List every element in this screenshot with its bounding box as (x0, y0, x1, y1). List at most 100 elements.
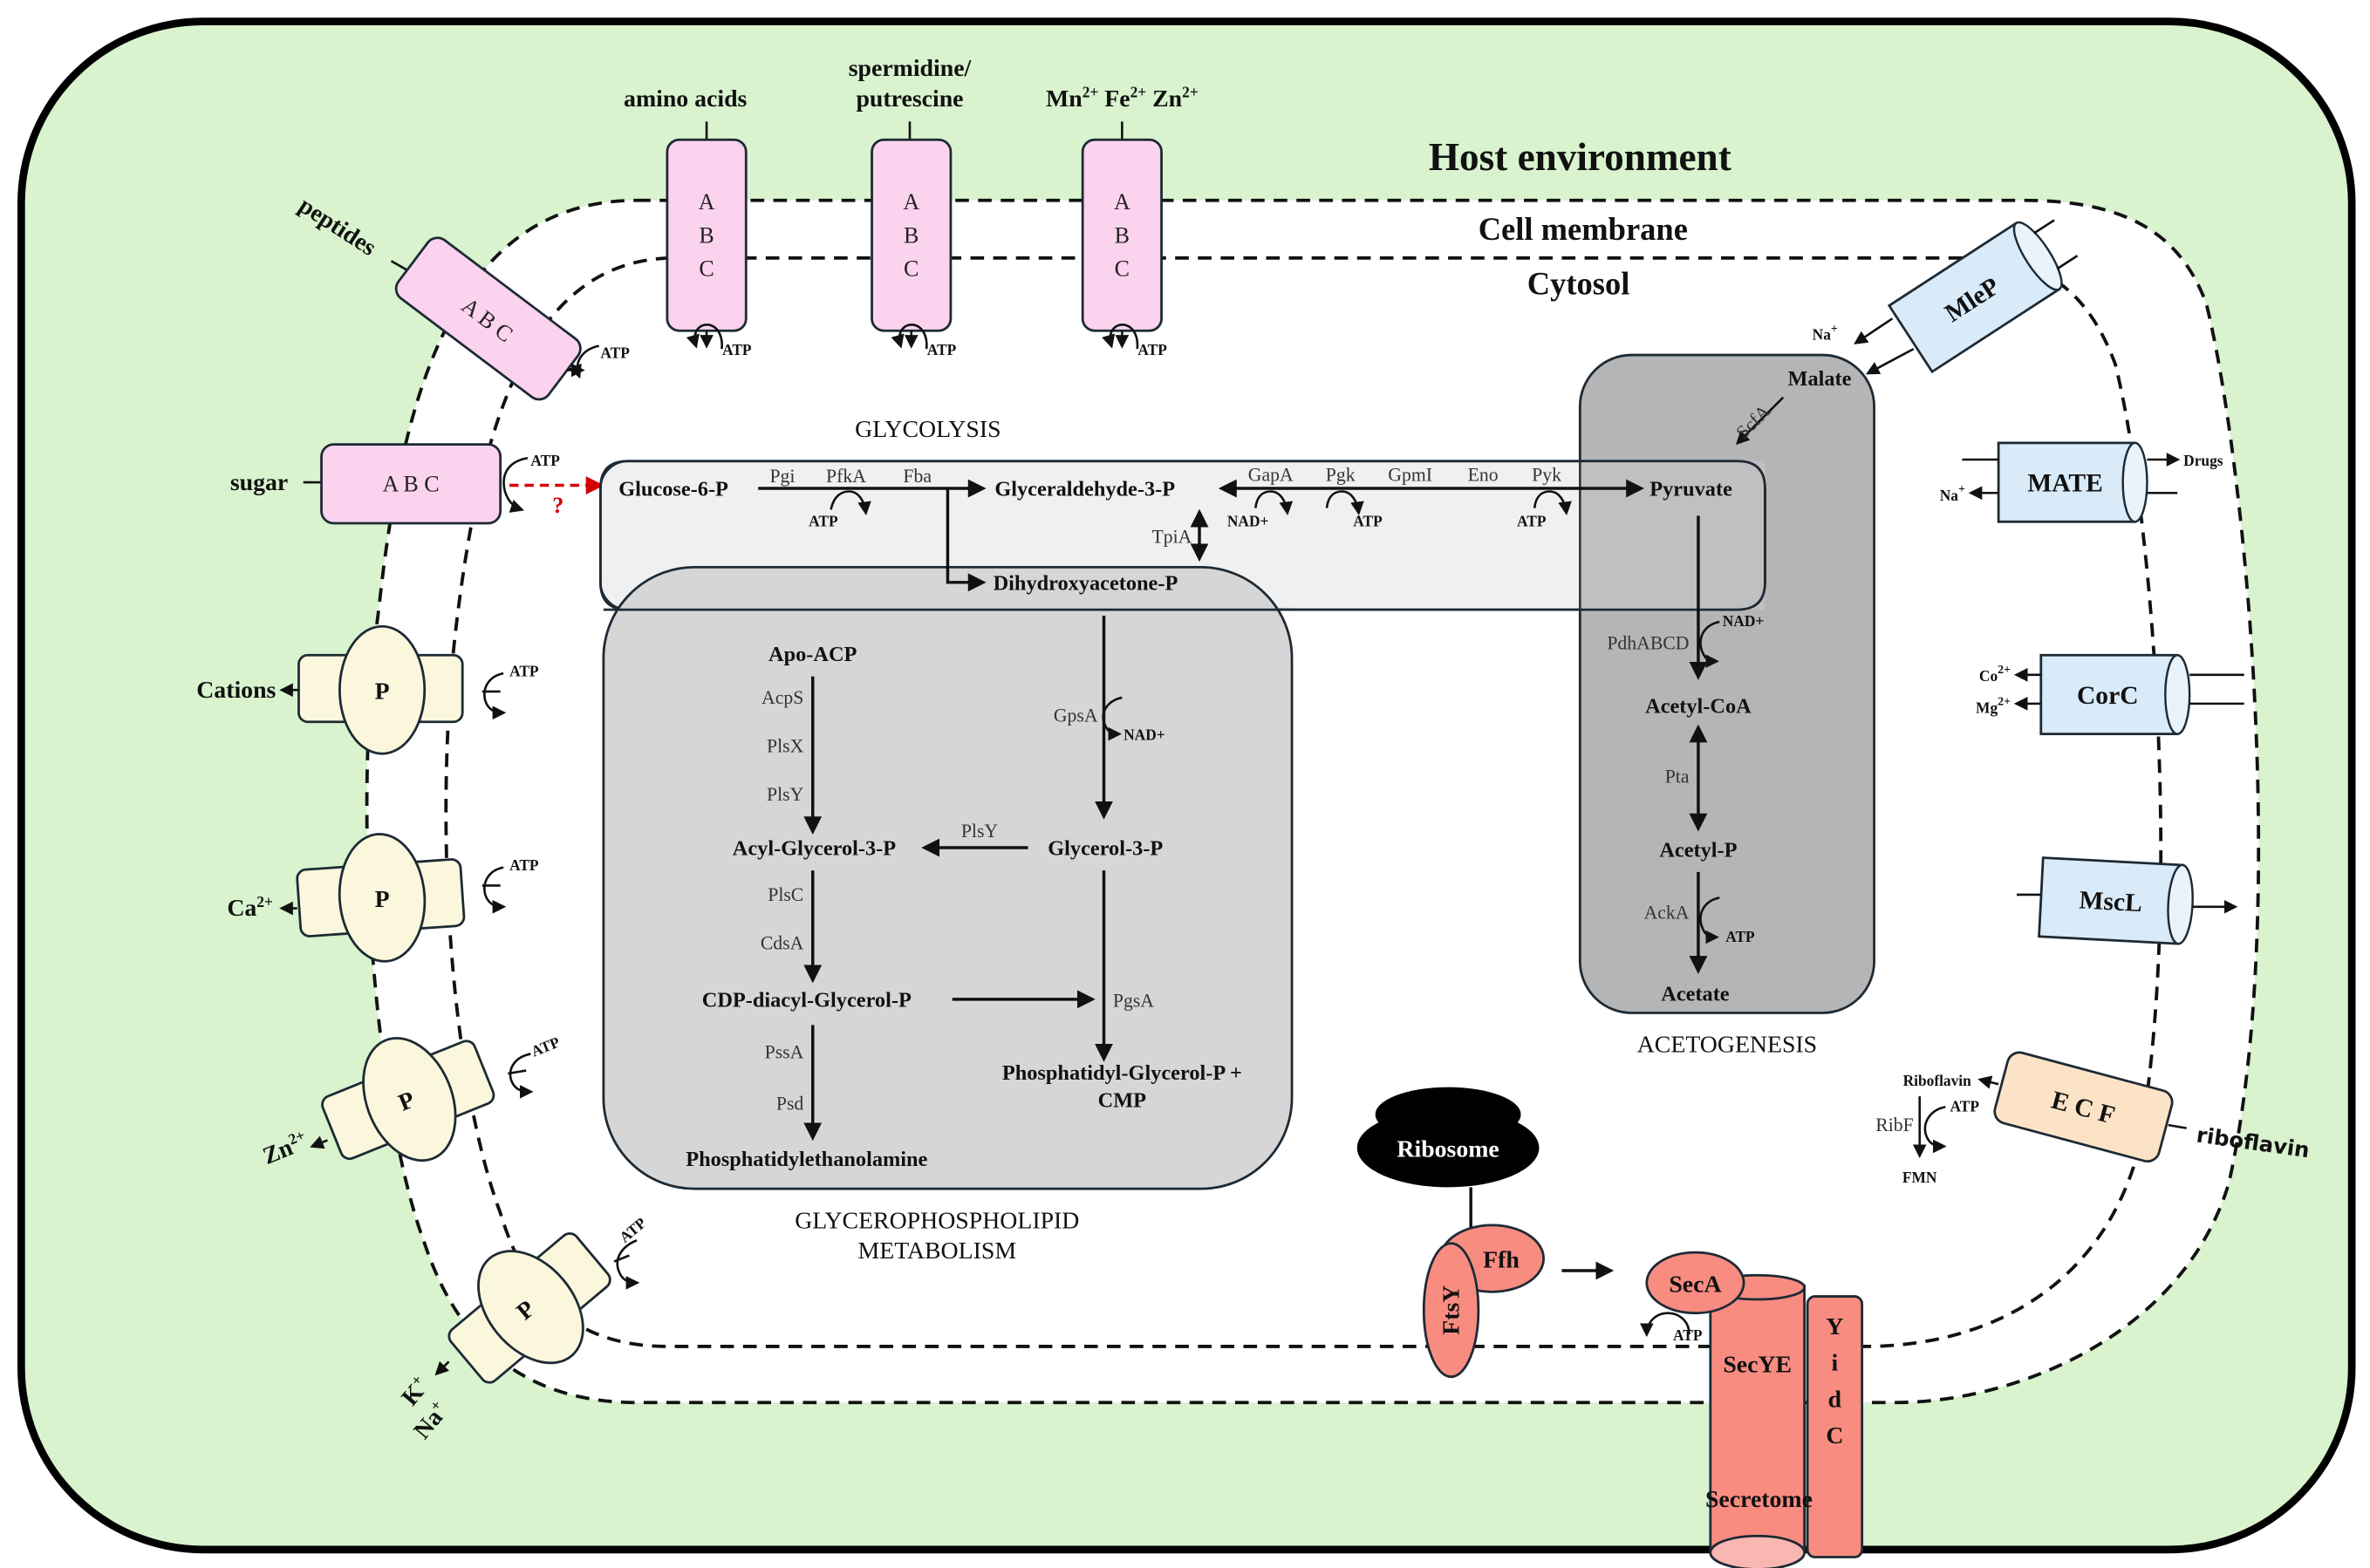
cytosol-label: Cytosol (1527, 266, 1630, 302)
exported-ion-label: Cations (196, 677, 276, 704)
p-type-atpase-cations: P Cations ATP (196, 624, 539, 755)
nad-arrow-icon (1254, 490, 1294, 515)
metabolite-dihydroxyacetone-p: Dihydroxyacetone-P (994, 571, 1178, 595)
enzyme-psd: Psd (776, 1094, 804, 1115)
ribosome (1356, 1108, 1540, 1188)
riboflavin-in-label: Riboflavin (1903, 1073, 1972, 1089)
substrate-label: spermidine/ (849, 55, 973, 82)
enzyme-plsy: PlsY (961, 821, 999, 842)
cell-membrane-label: Cell membrane (1479, 211, 1688, 247)
acetogenesis-title: ACETOGENESIS (1637, 1032, 1817, 1059)
atp-label: ATP (530, 453, 560, 469)
abc-letter: B (699, 222, 714, 248)
atp-label: ATP (722, 342, 752, 358)
channel-label: MATE (2027, 470, 2102, 498)
atp-arrow-icon (1640, 1312, 1690, 1338)
enzyme-pgi: Pgi (769, 466, 795, 487)
atp-label: ATP (509, 857, 539, 874)
substrate-label: putrescine (856, 85, 963, 112)
yidc-letter: C (1826, 1422, 1843, 1449)
substrate-label: Mn2+ Fe2+ Zn2+ (1046, 85, 1199, 112)
yidc-letter: Y (1826, 1313, 1843, 1340)
p-type-atpase-zinc: P Zn2+ ATP (259, 1033, 563, 1169)
abc-transporter-sugar: sugar A B C ATP ? (230, 443, 604, 525)
metabolite-cdp-diacyl-glycerol-p: CDP-diacyl-Glycerol-P (702, 989, 912, 1012)
atp-label: ATP (1517, 513, 1547, 529)
metabolite-acetate: Acetate (1661, 983, 1730, 1006)
na-label: Na+ (1940, 483, 1965, 504)
p-type-atpase-potassium-sodium: P K+ Na+ ATP (396, 1214, 649, 1444)
atp-label: ATP (509, 664, 539, 680)
enzyme-pdhabcd: PdhABCD (1607, 632, 1689, 653)
secretome-label: Secretome (1705, 1486, 1813, 1513)
atp-label: ATP (809, 513, 838, 529)
atp-label: ATP (1950, 1098, 1979, 1115)
atp-arrow-icon (483, 672, 507, 720)
nad-label: NAD+ (1723, 613, 1765, 630)
metabolite-acyl-glycerol-3-p: Acyl-Glycerol-3-P (733, 837, 896, 861)
yidc-letter: d (1828, 1386, 1842, 1413)
gpl-title: METABOLISM (858, 1237, 1017, 1265)
abc-transporter-metals: Mn2+ Fe2+ Zn2+ A B C ATP (1046, 85, 1199, 359)
p-type-atpase-calcium: P Ca2+ ATP (227, 833, 539, 963)
metabolite-acetyl-coa: Acetyl-CoA (1645, 694, 1752, 718)
p-label: P (375, 886, 390, 913)
membrane-inner-line (444, 256, 2163, 1348)
enzyme-eno: Eno (1468, 464, 1499, 485)
channel-mscl: MscL (2016, 856, 2238, 945)
enzyme-pssa: PssA (765, 1042, 804, 1063)
gpl-title: GLYCEROPHOSPHOLIPID (795, 1207, 1079, 1234)
enzyme-acka: AckA (1644, 903, 1690, 924)
atp-label: ATP (1673, 1327, 1703, 1344)
atp-arrow-icon (502, 456, 529, 513)
enzyme-fba: Fba (903, 466, 932, 487)
enzyme-pgk: Pgk (1326, 464, 1356, 485)
abc-letter: C (699, 256, 714, 282)
secye-label: SecYE (1723, 1351, 1792, 1378)
unknown-link-label: ? (552, 493, 563, 518)
ffh-label: Ffh (1483, 1247, 1520, 1274)
atp-arrow-icon (483, 866, 507, 914)
na-label: Na+ (1813, 323, 1838, 344)
glycolysis-outline (598, 460, 1766, 611)
glycolysis-title: GLYCOLYSIS (855, 416, 1001, 443)
metabolite-glucose-6-p: Glucose-6-P (618, 478, 728, 501)
fmn-label: FMN (1902, 1169, 1937, 1186)
metabolite-apo-acp: Apo-ACP (768, 643, 857, 666)
nad-arrow-icon (1102, 696, 1123, 741)
channel-label: MscL (2079, 886, 2143, 917)
abc-letter: B (1115, 222, 1130, 248)
ribosome-label: Ribosome (1397, 1136, 1499, 1163)
atp-label: ATP (1353, 513, 1383, 529)
ribf-label: RibF (1875, 1115, 1913, 1135)
enzyme-pgsa: PgsA (1113, 991, 1154, 1012)
abc-letter: A (1114, 189, 1130, 215)
atp-label: ATP (927, 342, 957, 358)
atp-arrow-icon (1325, 490, 1364, 515)
channel-mate: MATE Drugs Na+ (1940, 441, 2223, 523)
atp-arrow-icon (1699, 896, 1720, 944)
co-label: Co2+ (1979, 664, 2011, 685)
abc-transporter-spermidine: spermidine/ putrescine A B C ATP (849, 55, 973, 358)
enzyme-gpsa: GpsA (1054, 706, 1098, 726)
ftsy-label: FtsY (1438, 1285, 1465, 1335)
nad-label: NAD+ (1227, 513, 1269, 529)
membrane-outer-line (365, 198, 2261, 1405)
abc-transporter-amino-acids: amino acids A B C ATP (624, 85, 752, 358)
enzyme-plsc: PlsC (768, 884, 803, 905)
abc-letter: A (699, 189, 715, 215)
secretion-system: Ribosome Ffh FtsY SecYE Y i d C SecA ATP… (1356, 1087, 1864, 1568)
atp-arrow-icon (830, 490, 871, 515)
atp-arrow-icon (891, 323, 928, 350)
channel-label: CorC (2077, 682, 2139, 710)
abc-letter: C (904, 256, 919, 282)
enzyme-pyk: Pyk (1532, 464, 1561, 485)
acetogenesis-box (1578, 353, 1875, 1014)
atp-arrow-icon (1102, 323, 1139, 350)
secye-opening (1709, 1534, 1806, 1568)
metabolite-cmp: CMP (1098, 1088, 1147, 1112)
atp-label: ATP (600, 345, 630, 362)
enzyme-pfka: PfkA (826, 466, 866, 487)
metabolite-glycerol-3-p: Glycerol-3-P (1048, 837, 1163, 861)
abc-label: A B C (382, 472, 439, 497)
